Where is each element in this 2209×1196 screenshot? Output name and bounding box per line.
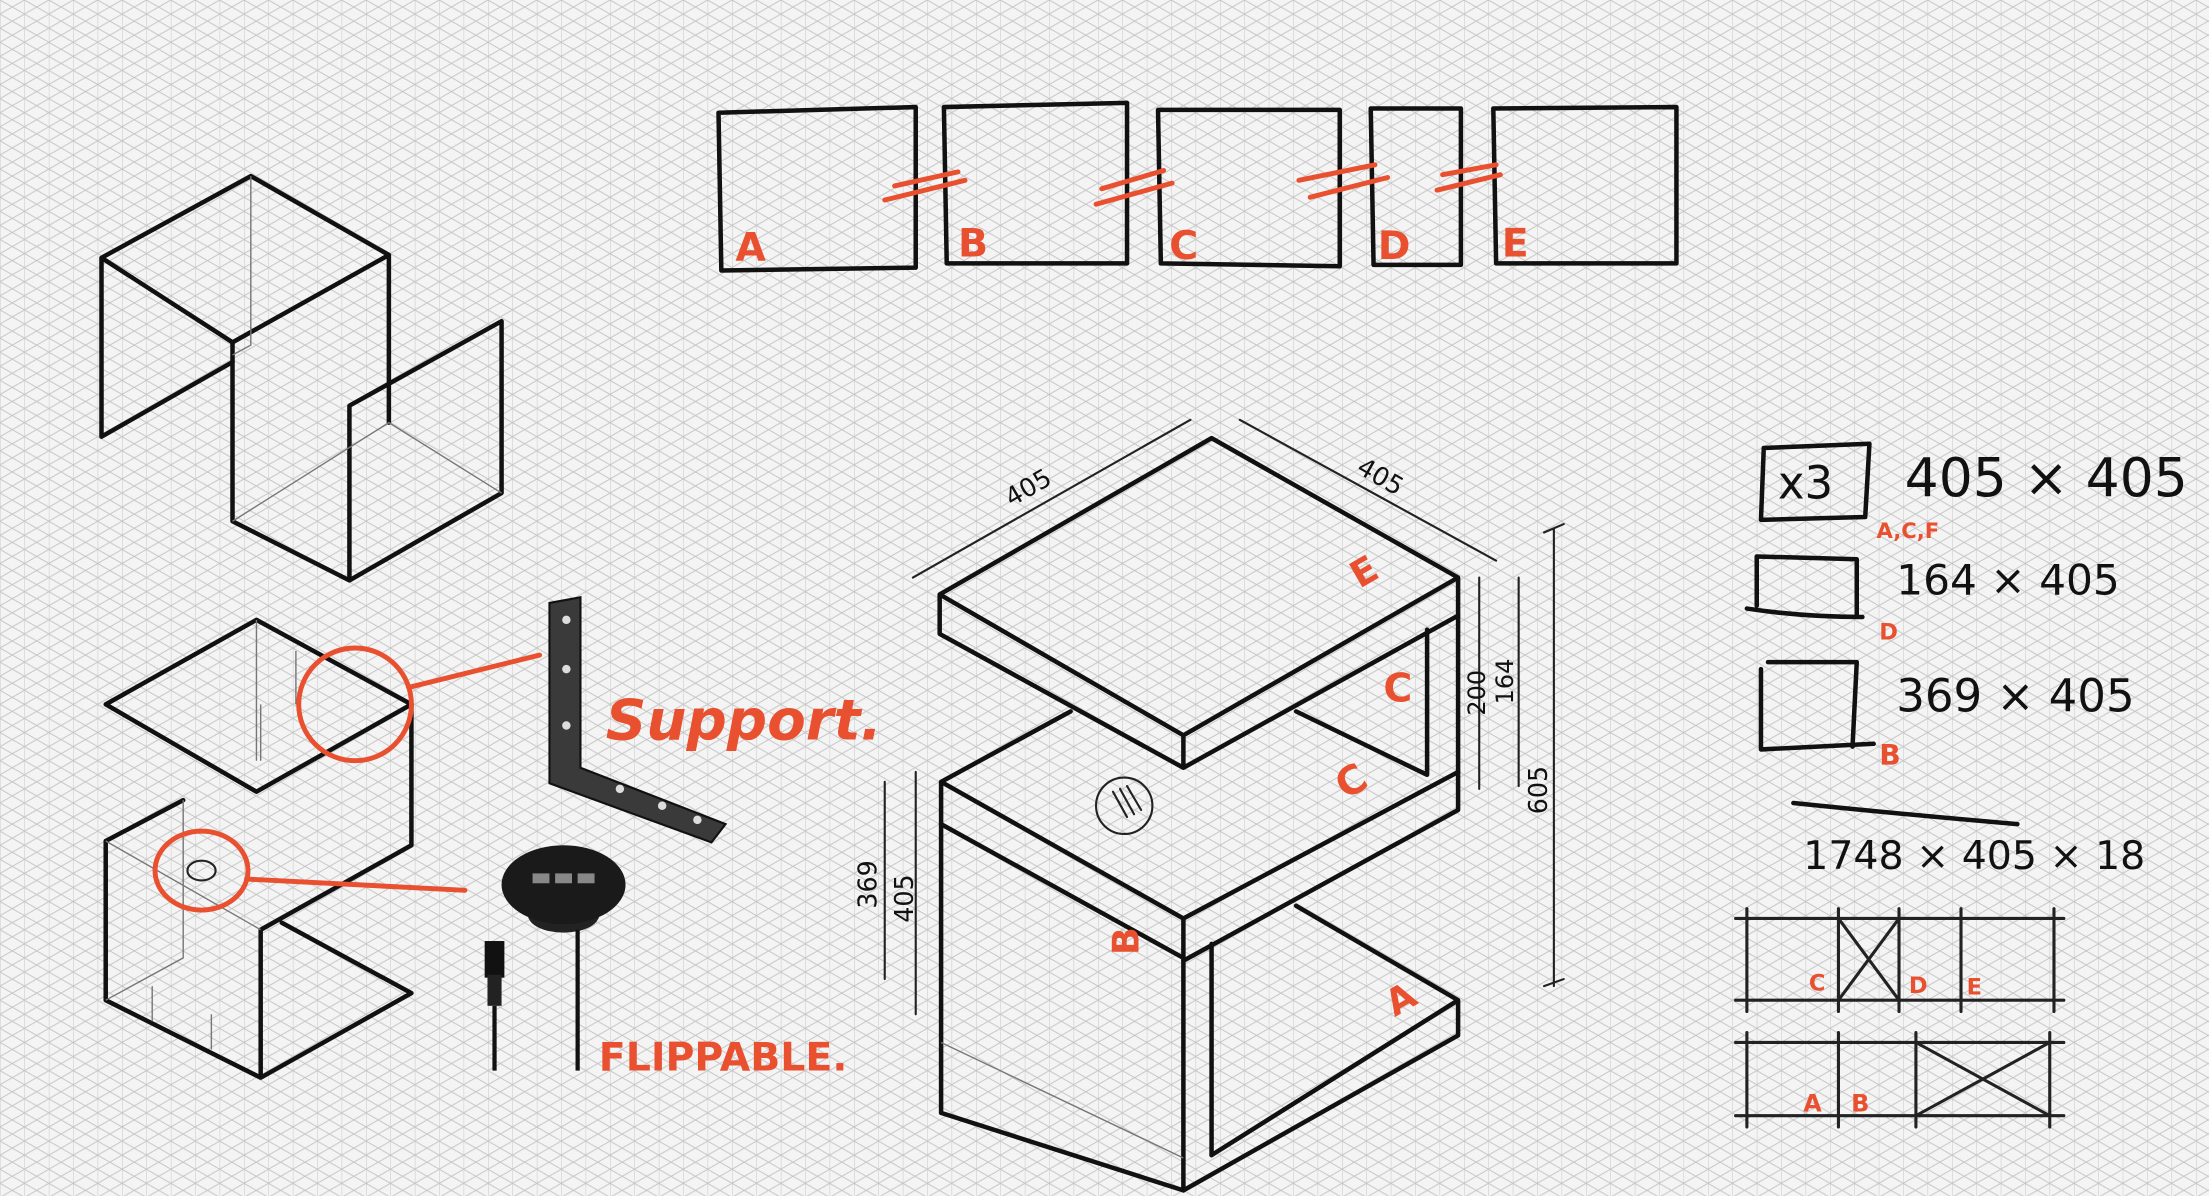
cut-parts-2: D	[1879, 620, 1898, 646]
cut-parts-3: B	[1879, 739, 1900, 772]
support-highlight-circle	[296, 645, 414, 764]
cut-parts-1: A,C,F	[1876, 518, 1939, 543]
cut-size-3: 369 × 405	[1896, 669, 2134, 722]
layout-label-e: E	[1967, 975, 1982, 1001]
panel-strip: A B C D E	[716, 100, 1679, 273]
dim-605: 605	[1523, 766, 1553, 814]
dim-405-side: 405	[889, 874, 919, 922]
cut-total: 1748 × 405 × 18	[1803, 833, 2145, 879]
cut-qty: x3	[1778, 457, 1833, 510]
dim-164: 164	[1491, 659, 1519, 705]
exploded-view-upper	[99, 173, 504, 583]
dim-200: 200	[1463, 670, 1491, 716]
grommet-icon	[1094, 776, 1154, 836]
usb-grommet-image	[484, 845, 626, 1071]
dim-369: 369	[852, 860, 882, 908]
panel-label-b: B	[958, 220, 988, 266]
panel-label-e: E	[1502, 220, 1529, 266]
layout-label-c: C	[1809, 970, 1826, 996]
cut-list: x3 405 × 405 A,C,F 164 × 405 D 369 × 405…	[1734, 441, 2188, 1129]
flippable-label: FLIPPABLE.	[599, 1035, 848, 1081]
cut-size-1: 405 × 405	[1905, 446, 2188, 509]
panel-label-d: D	[1378, 223, 1411, 269]
layout-label-b: B	[1851, 1089, 1869, 1117]
exploded-view-lower	[103, 617, 543, 1080]
part-label-c-upper: C	[1383, 666, 1412, 712]
part-label-b: B	[1104, 927, 1147, 955]
panel-label-a: A	[735, 225, 766, 271]
layout-label-d: D	[1909, 973, 1928, 999]
isometric-assembly	[883, 418, 1565, 1193]
layout-label-a: A	[1803, 1089, 1822, 1117]
cut-size-2: 164 × 405	[1896, 555, 2120, 604]
grommet-highlight-circle	[152, 828, 251, 913]
cut-marks	[882, 162, 1503, 207]
panel-label-c: C	[1169, 223, 1198, 269]
l-bracket-image	[548, 596, 728, 844]
support-label: Support.	[606, 689, 882, 754]
